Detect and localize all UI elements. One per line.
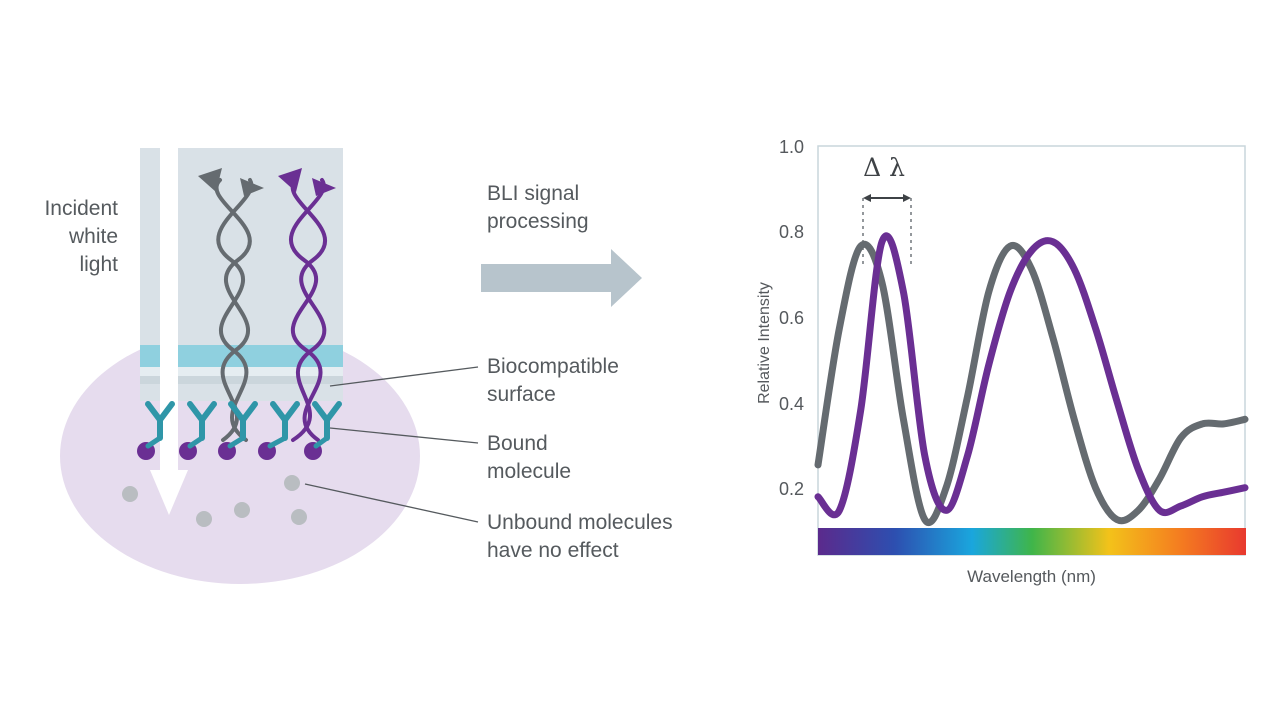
y-tick-label: 0.8	[778, 222, 804, 242]
unbound-label-line-2: have no effect	[487, 539, 619, 562]
bli-label-line-1: BLI signal	[487, 182, 580, 205]
bound-molecule-label: Bound molecule	[487, 430, 571, 486]
wavelength-spectrum-bar	[818, 528, 1246, 555]
incident-label-line-1: Incident	[44, 197, 118, 220]
unbound-molecules-label: Unbound molecules have no effect	[487, 509, 673, 565]
delta-lambda-marker	[862, 194, 912, 268]
y-axis-label: Relative Intensity	[756, 282, 773, 404]
bound-molecule-bonds	[145, 435, 330, 449]
y-tick-label: 0.6	[778, 308, 804, 328]
incident-label-line-3: light	[79, 253, 118, 276]
biocompatible-layer-base	[140, 367, 343, 376]
bli-label-line-2: processing	[487, 210, 589, 233]
y-tick-label: 1.0	[778, 137, 804, 157]
biocompatible-surface-label: Biocompatible surface	[487, 353, 619, 409]
reflected-wave-gray	[198, 168, 264, 442]
biocompatible-layer-edge	[140, 376, 343, 384]
reflected-wave-purple	[278, 168, 336, 442]
unbound-label-line-1: Unbound molecules	[487, 511, 673, 534]
incident-label-line-2: white	[68, 225, 118, 248]
x-axis-label: Wavelength (nm)	[967, 567, 1096, 586]
y-tick-label: 0.4	[778, 394, 804, 414]
antibodies	[145, 401, 342, 441]
bound-label-line-1: Bound	[487, 432, 548, 455]
incident-light-arrow	[150, 148, 188, 515]
biocompat-label-line-1: Biocompatible	[487, 355, 619, 378]
unbound-molecules	[122, 475, 307, 527]
chart-frame	[817, 145, 1246, 556]
purple-series-line	[814, 232, 1249, 519]
gray-series-line	[814, 240, 1249, 526]
incident-light-label: Incident white light	[18, 195, 118, 279]
biocompat-label-line-2: surface	[487, 383, 556, 406]
bound-label-line-2: molecule	[487, 460, 572, 483]
bli-signal-label: BLI signal processing	[487, 180, 589, 236]
leader-lines	[304, 366, 479, 523]
bli-processing-arrow	[481, 249, 642, 307]
delta-lambda-label: Δ λ	[863, 153, 905, 182]
y-tick-label: 0.2	[778, 479, 804, 499]
